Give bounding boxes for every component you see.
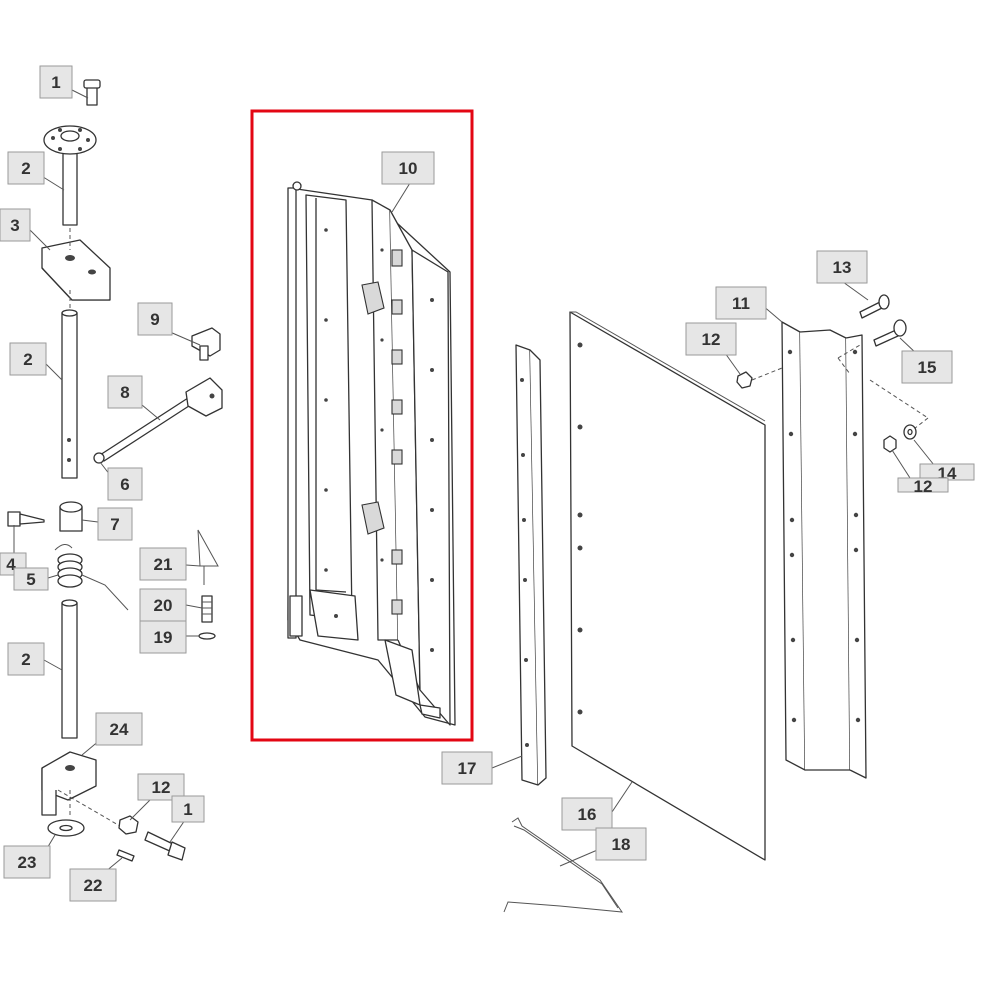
callout-label: 12	[914, 477, 933, 496]
callout-6: 6	[107, 467, 143, 501]
part-bolt-13	[859, 294, 890, 319]
callout-label: 1	[51, 73, 60, 92]
callout-21: 21	[139, 547, 187, 581]
callout-16: 16	[561, 797, 613, 831]
part-bolt-top	[83, 79, 101, 106]
part-shaft-middle	[61, 309, 78, 479]
part-nut-12-upper	[736, 371, 753, 389]
callout-label: 24	[110, 720, 129, 739]
callout-label: 4	[6, 555, 16, 574]
part-flange-shaft	[43, 125, 97, 226]
pin-parts	[197, 529, 219, 640]
callout-label: 18	[612, 835, 631, 854]
leader-lines	[13, 89, 939, 873]
callout-label: 15	[918, 358, 937, 377]
callout-15: 15	[901, 350, 953, 384]
part-nut-12-lower	[883, 435, 897, 453]
part-bolt-lower	[144, 831, 186, 861]
callout-1-lower: 1	[171, 795, 205, 823]
callout-20: 20	[139, 588, 187, 622]
callout-12-left: 12	[137, 773, 185, 801]
part-shaft-lower	[61, 599, 78, 739]
callout-5: 5	[13, 567, 49, 591]
callout-label: 3	[10, 216, 19, 235]
callout-label: 19	[154, 628, 173, 647]
callout-10: 10	[381, 151, 435, 185]
callout-label: 5	[26, 570, 35, 589]
part-bracket-24	[41, 751, 97, 816]
callout-7: 7	[97, 507, 133, 541]
callout-label: 21	[154, 555, 173, 574]
callout-label: 2	[21, 650, 30, 669]
part-strip-17	[515, 344, 547, 786]
callout-12-right-upper: 12	[685, 322, 737, 356]
callout-label: 2	[21, 159, 30, 178]
callout-24: 24	[95, 712, 143, 746]
highlight-frame	[250, 109, 474, 742]
callout-label: 11	[732, 294, 750, 313]
callout-8: 8	[107, 375, 143, 409]
part-bushing	[59, 501, 83, 532]
callout-label: 9	[150, 310, 159, 329]
callout-13: 13	[816, 250, 868, 284]
part-lynch-pin-21	[197, 529, 219, 585]
right-hardware	[736, 294, 929, 453]
callout-19: 19	[139, 620, 187, 654]
callout-17: 17	[441, 751, 493, 785]
callout-11: 11	[715, 286, 767, 320]
part-wire-18	[503, 817, 624, 913]
callout-label: 1	[183, 800, 192, 819]
callout-label: 16	[578, 805, 597, 824]
part-washer	[47, 819, 85, 837]
part-bolt-15	[873, 319, 907, 347]
part-spring-20	[201, 595, 213, 623]
callout-22: 22	[69, 868, 117, 902]
callouts: 1 2 3 2 9 8 6 4	[0, 65, 975, 902]
callout-label: 8	[120, 383, 129, 402]
part-screw-4	[7, 511, 45, 527]
callout-2-middle: 2	[9, 342, 47, 376]
callout-label: 12	[152, 778, 171, 797]
part-nut-left	[118, 815, 139, 835]
callout-1-top: 1	[39, 65, 73, 99]
callout-label: 17	[458, 759, 477, 778]
panel-assembly-10	[250, 109, 474, 742]
part-washer-19	[198, 632, 216, 640]
part-nut-6	[93, 452, 105, 464]
linkage-parts	[93, 327, 223, 464]
callout-18: 18	[595, 827, 647, 861]
part-channel-11	[781, 321, 867, 779]
callout-label: 12	[702, 330, 721, 349]
callout-2-lower: 2	[7, 642, 45, 676]
callout-label: 20	[154, 596, 173, 615]
callout-12-right-lower: 12	[897, 477, 949, 496]
part-bracket-3	[41, 239, 111, 301]
left-shaft-assembly	[7, 79, 186, 862]
callout-label: 22	[84, 876, 103, 895]
part-spring	[54, 544, 129, 611]
callout-label: 10	[399, 159, 418, 178]
callout-9: 9	[137, 302, 173, 336]
callout-label: 13	[833, 258, 852, 277]
callout-label: 6	[120, 475, 129, 494]
part-panel-16	[569, 311, 766, 861]
callout-label: 7	[110, 515, 119, 534]
callout-23: 23	[3, 845, 51, 879]
part-washer-14	[903, 424, 917, 440]
callout-label: 2	[23, 350, 32, 369]
callout-3: 3	[0, 208, 31, 242]
callout-2-top: 2	[7, 151, 45, 185]
callout-label: 23	[18, 853, 37, 872]
part-clevis-9	[191, 327, 221, 361]
part-pin	[116, 849, 135, 862]
